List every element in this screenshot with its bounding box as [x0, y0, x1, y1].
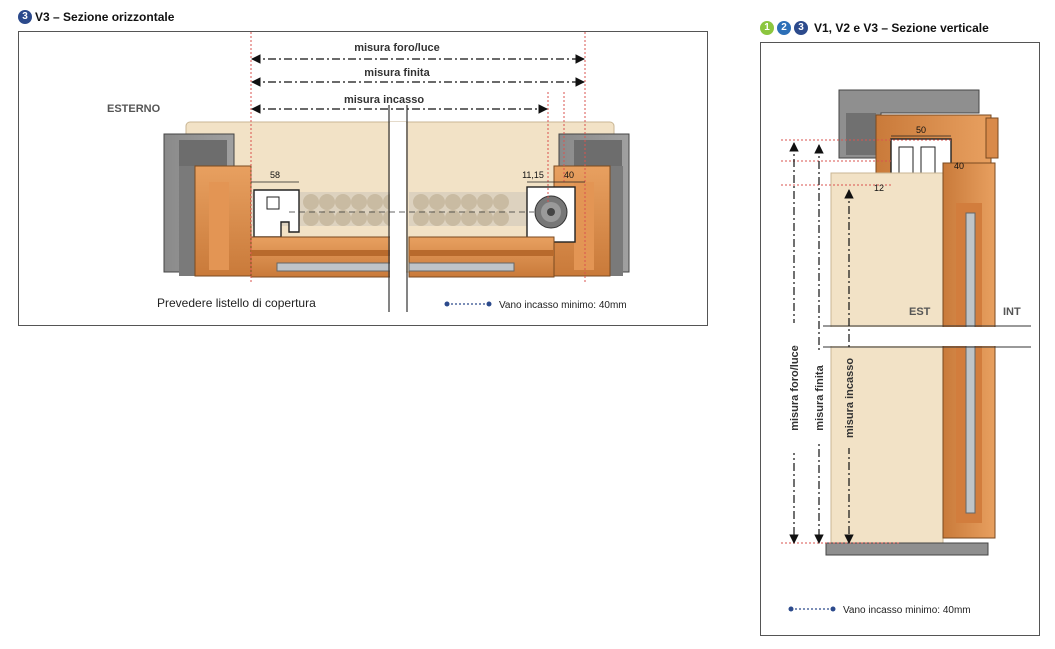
- measure-50: 50: [916, 125, 926, 135]
- right-cassette: [526, 186, 576, 243]
- v-dim-incasso-label: misura incasso: [844, 358, 856, 438]
- vertical-glass: [965, 212, 976, 514]
- red-guide-lines: [250, 32, 586, 282]
- note-cover-strip: Prevedere listello di copertura: [157, 296, 316, 310]
- horizontal-section-panel: misura foro/luce misura finita misura in…: [18, 31, 708, 326]
- label-esterno: ESTERNO: [107, 103, 161, 115]
- vertical-section-panel: misura foro/luce misura finita misura in…: [760, 42, 1040, 636]
- v-dim-finita: misura finita: [813, 144, 826, 544]
- badge-1: 1: [760, 21, 774, 35]
- dim-incasso-label: misura incasso: [344, 94, 424, 106]
- vertical-section-title-text: V1, V2 e V3 – Sezione verticale: [814, 21, 989, 35]
- vertical-section-title: 1 2 3 V1, V2 e V3 – Sezione verticale: [760, 21, 989, 35]
- horizontal-section-drawing: misura foro/luce misura finita misura in…: [107, 32, 630, 312]
- v-dim-foro-luce: misura foro/luce: [788, 142, 801, 544]
- v-dim-foro-luce-label: misura foro/luce: [789, 345, 801, 431]
- measure-40-vertical: 40: [954, 161, 964, 171]
- legend-vertical-text: Vano incasso minimo: 40mm: [843, 605, 971, 616]
- vertical-section-drawing: misura foro/luce misura finita misura in…: [781, 89, 1031, 616]
- horizontal-section-title: 3 V3 – Sezione orizzontale: [18, 10, 174, 24]
- measure-58: 58: [270, 170, 280, 180]
- badge-3: 3: [18, 10, 32, 24]
- badge-2: 2: [777, 21, 791, 35]
- glass-left: [276, 262, 402, 272]
- dim-incasso: misura incasso: [251, 94, 548, 114]
- legend-horizontal-text: Vano incasso minimo: 40mm: [499, 300, 627, 311]
- v-dim-incasso: misura incasso: [843, 189, 856, 544]
- legend-horizontal: Vano incasso minimo: 40mm: [444, 300, 627, 311]
- measure-40-horizontal: 40: [564, 170, 574, 180]
- glass-right: [408, 262, 515, 272]
- dim-foro-luce-label: misura foro/luce: [354, 42, 440, 54]
- badge-3-vertical: 3: [794, 21, 808, 35]
- vertical-red-guides: [781, 139, 951, 544]
- dim-finita: misura finita: [251, 67, 585, 87]
- measure-11-15: 11,15: [522, 170, 544, 180]
- label-est: EST: [909, 306, 931, 318]
- horizontal-section-title-text: V3 – Sezione orizzontale: [35, 10, 175, 24]
- legend-vertical: Vano incasso minimo: 40mm: [788, 605, 971, 616]
- bottom-sill: [825, 542, 989, 556]
- dim-foro-luce: misura foro/luce: [251, 40, 585, 64]
- left-profile: [253, 189, 300, 238]
- dim-finita-label: misura finita: [364, 67, 430, 79]
- v-dim-finita-label: misura finita: [814, 364, 826, 430]
- label-int: INT: [1003, 306, 1021, 318]
- measure-12: 12: [874, 183, 884, 193]
